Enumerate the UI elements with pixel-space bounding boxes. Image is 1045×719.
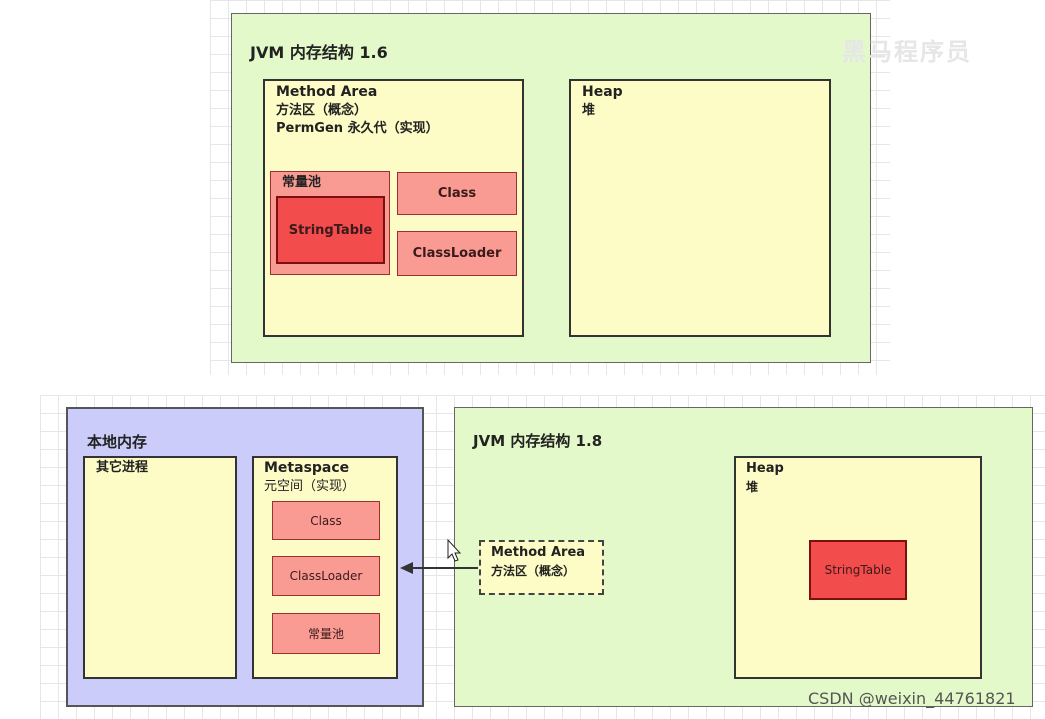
csdn-watermark: CSDN @weixin_44761821 [808, 689, 1016, 708]
constant-pool-label: 常量池 [282, 175, 322, 190]
jvm18-title: JVM 内存结构 1.8 [473, 432, 603, 450]
metaspace-classloader-box: ClassLoader [272, 556, 380, 596]
classloader-box: ClassLoader [397, 231, 517, 276]
other-process-box: 其它进程 [83, 456, 237, 679]
method-area-concept: 方法区（概念） [276, 103, 368, 118]
method-area-18-concept: 方法区（概念） [491, 564, 576, 578]
permgen-impl: PermGen 永久代（实现） [276, 121, 439, 136]
method-area-title: Method Area [276, 84, 378, 100]
native-memory-title: 本地内存 [87, 433, 148, 451]
heap-title-16: Heap [582, 84, 623, 100]
other-process-label: 其它进程 [96, 460, 149, 475]
method-area-18-title: Method Area [491, 545, 586, 560]
string-table-permgen: StringTable [276, 196, 385, 264]
heap-box-16: Heap 堆 [569, 79, 831, 337]
metaspace-title: Metaspace [264, 460, 350, 476]
jvm16-title: JVM 内存结构 1.6 [250, 43, 388, 62]
metaspace-constant-pool-box: 常量池 [272, 613, 380, 654]
mouse-cursor-icon [447, 538, 462, 562]
brand-logo: 黑马程序员 [842, 38, 972, 66]
heap-cn-18: 堆 [746, 480, 759, 494]
class-box: Class [397, 172, 517, 215]
method-area-to-metaspace-arrow-head [400, 562, 413, 574]
string-table-heap: StringTable [809, 540, 907, 600]
heap-title-18: Heap [746, 461, 784, 476]
heap-cn-16: 堆 [582, 103, 596, 118]
metaspace-class-box: Class [272, 501, 380, 540]
metaspace-impl: 元空间（实现） [264, 479, 356, 494]
method-area-concept-box: Method Area 方法区（概念） [479, 540, 604, 595]
